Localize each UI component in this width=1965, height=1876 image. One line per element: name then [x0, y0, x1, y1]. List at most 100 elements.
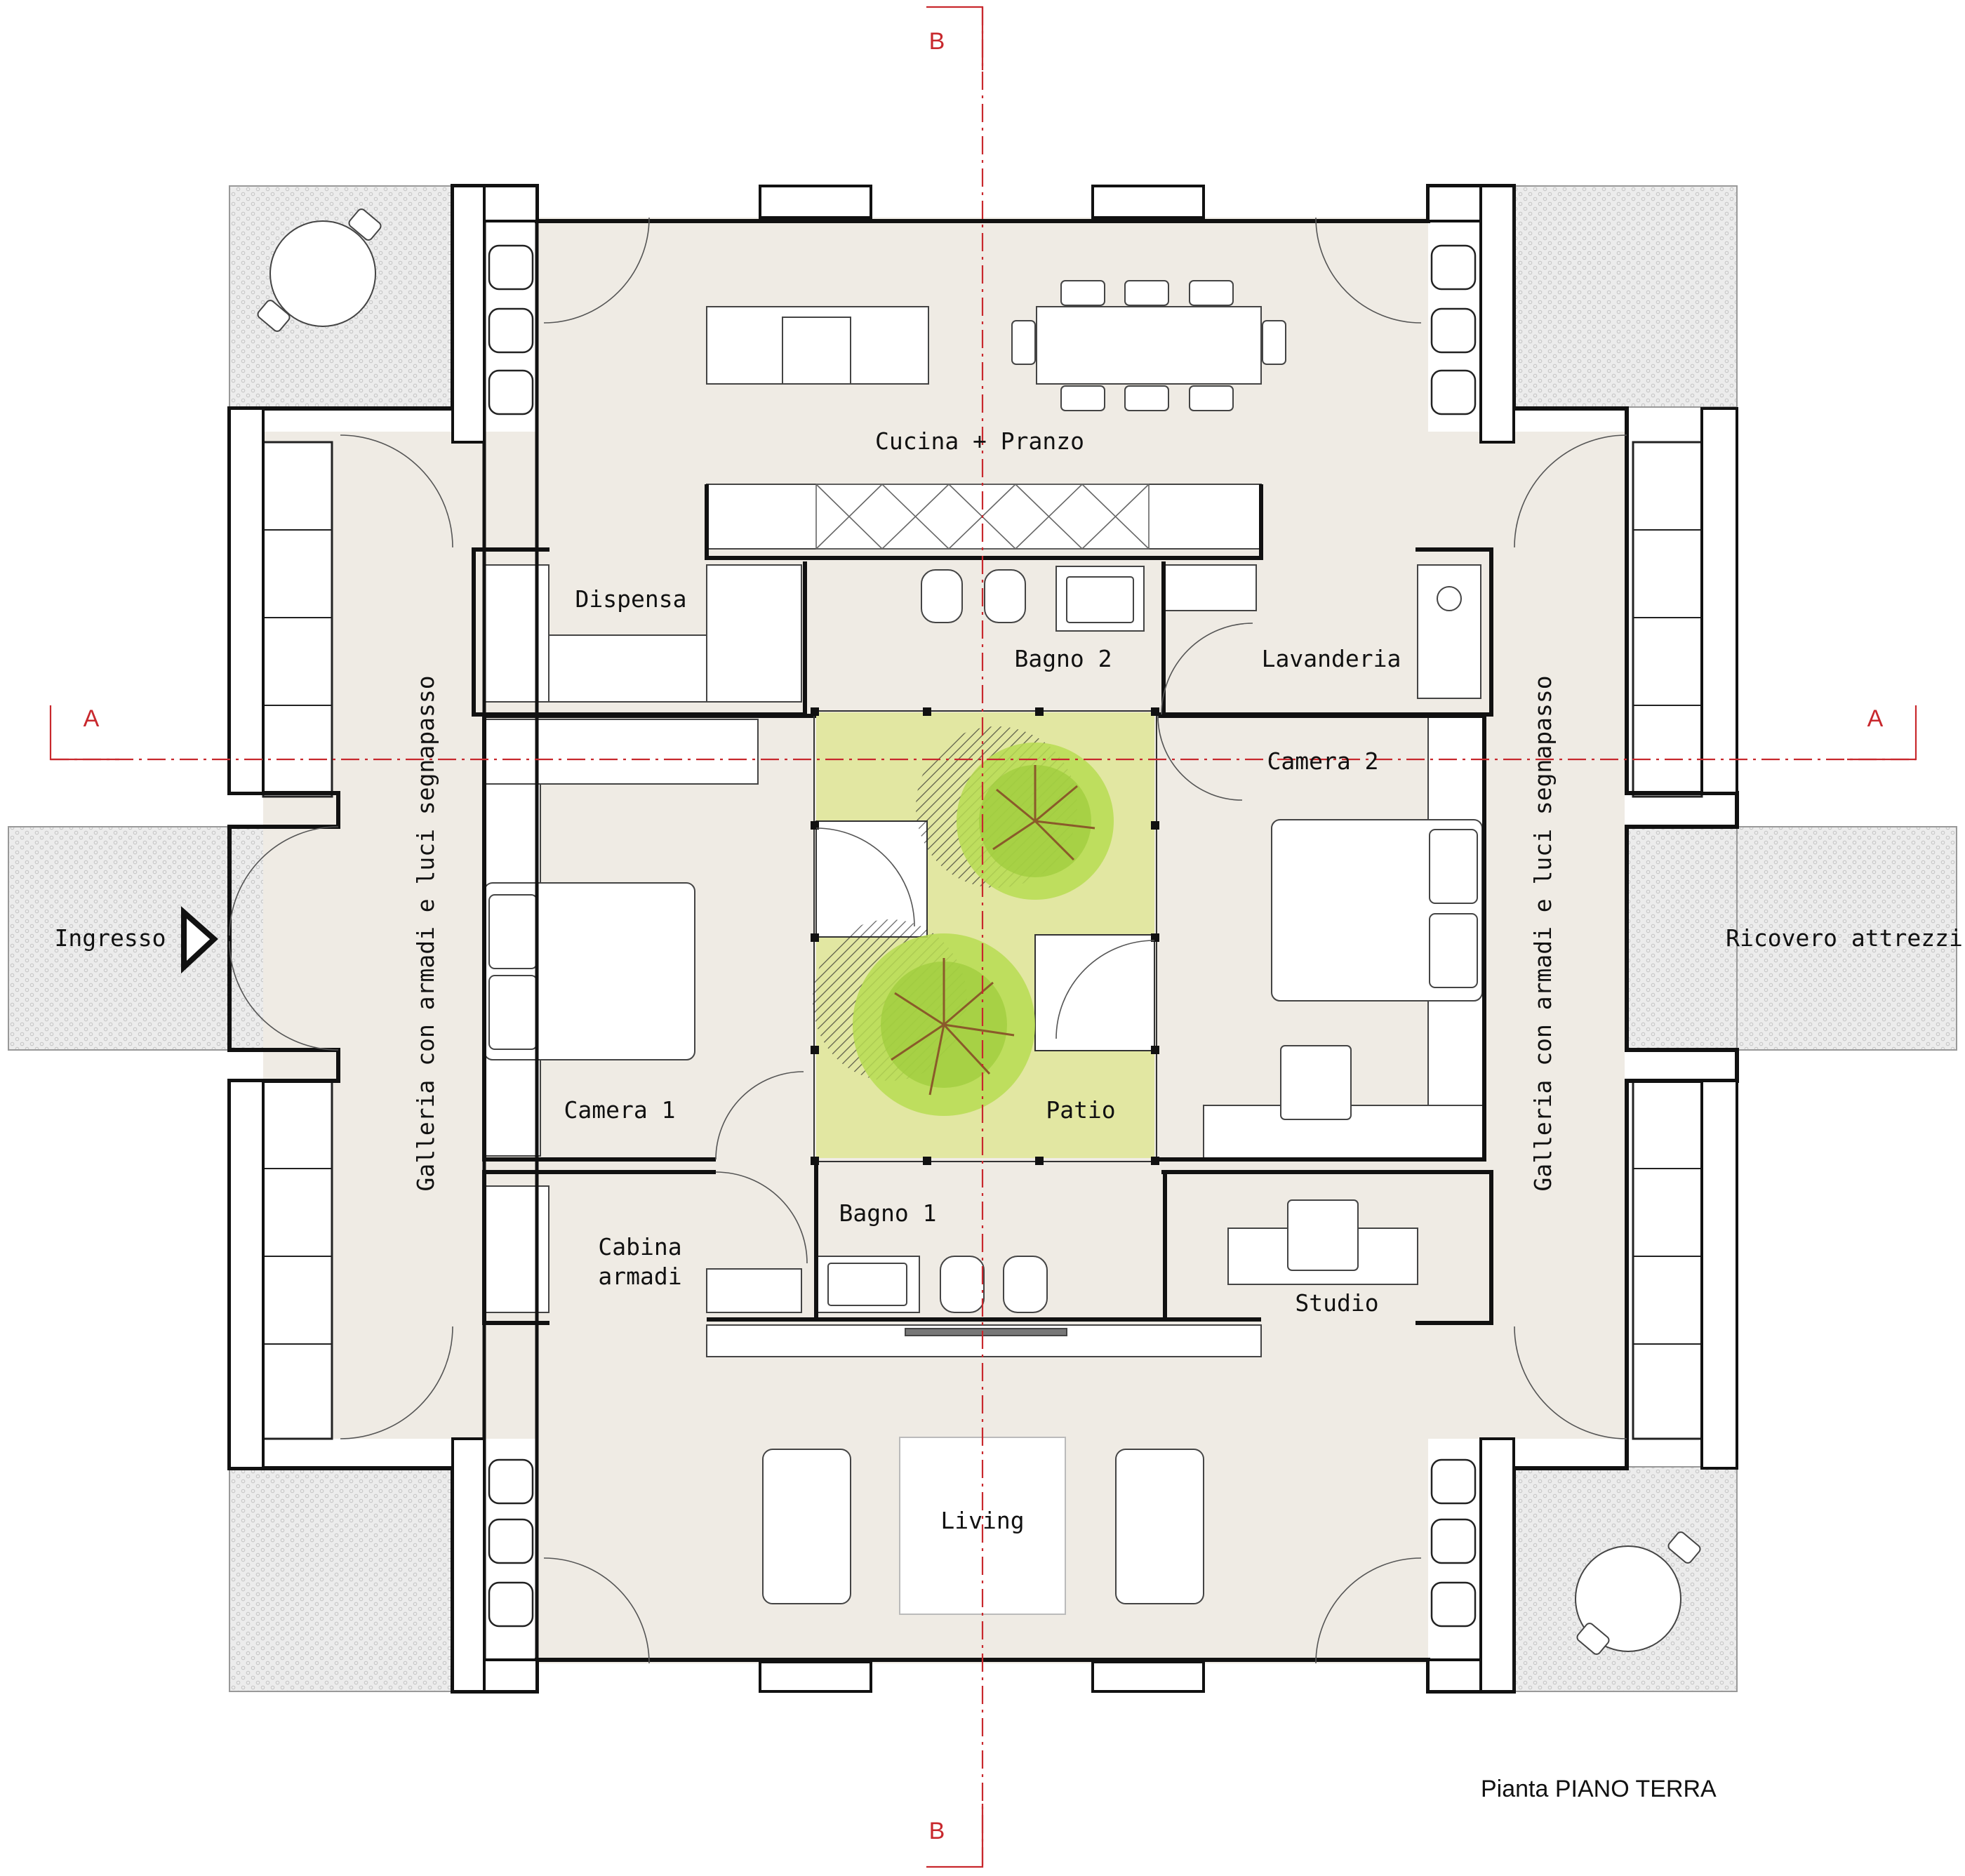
laundry-washer — [1417, 564, 1481, 699]
studio-chair — [1287, 1199, 1359, 1271]
terrace-chair-2 — [257, 300, 291, 332]
door-swing — [1315, 217, 1422, 324]
patio-glazing — [811, 707, 1159, 1165]
tool-shed-paving — [1736, 826, 1957, 1051]
label-ingresso: Ingresso — [55, 924, 166, 952]
plan-title: Pianta PIANO TERRA — [1481, 1776, 1717, 1802]
section-lines — [51, 7, 1916, 1867]
camera1-pillow-1 — [488, 894, 538, 969]
door-swing — [715, 1071, 804, 1160]
label-cabina-armadi-2: armadi — [598, 1263, 681, 1290]
door-swing — [229, 940, 339, 1051]
door-swing — [815, 827, 915, 927]
label-lavanderia: Lavanderia — [1262, 645, 1401, 672]
terrace-table-bottom-right — [1575, 1545, 1681, 1652]
bagno1-bidet — [940, 1256, 985, 1313]
camera2-chair — [1280, 1045, 1352, 1120]
wall-top-right-column — [1479, 185, 1515, 444]
kitchen-island-hob — [782, 317, 851, 385]
label-cucina-pranzo: Cucina + Pranzo — [875, 427, 1084, 455]
label-dispensa: Dispensa — [575, 585, 687, 613]
interior-walls — [472, 484, 1493, 1325]
entrance-arrow-icon — [181, 906, 218, 974]
terrace-bottom-left — [229, 1466, 459, 1692]
bagno1-wc — [1003, 1256, 1048, 1313]
galleria-left-wardrobe-bottom — [262, 1079, 333, 1440]
wall-bottom-right-column — [1479, 1437, 1515, 1693]
cabina-wardrobe — [484, 1185, 549, 1313]
terrace-chair-1 — [348, 208, 382, 241]
pantry-shelf-bottom — [548, 634, 707, 703]
galleria-wardrobe-dividers — [263, 529, 1702, 1345]
section-mark-a-right: A — [1867, 705, 1884, 732]
patio-glass-room-2 — [1034, 934, 1155, 1051]
wall-camera1 — [482, 716, 716, 1162]
living-sofa-left — [762, 1449, 851, 1604]
section-mark-b-bottom: B — [929, 1818, 945, 1844]
room-labels: Cucina + Pranzo Dispensa Bagno 2 Lavande… — [55, 427, 1963, 1534]
wall-top-left-column — [451, 185, 486, 444]
pantry-shelf-right — [706, 564, 802, 703]
living-tv — [905, 1328, 1067, 1336]
door-swing — [1514, 434, 1627, 548]
camera1-pillow-2 — [488, 975, 538, 1050]
wall-left-pier-top — [228, 407, 265, 794]
tall-cabinets — [815, 484, 1150, 550]
door-swing — [229, 826, 339, 936]
galleria-right-wardrobe-bottom — [1632, 1079, 1703, 1440]
galleria-left-wardrobe-top — [262, 441, 333, 798]
door-swing — [543, 1557, 650, 1664]
patio-posts — [811, 707, 1159, 1165]
wall-dispensa — [472, 547, 807, 717]
terrace-chair-3 — [1667, 1531, 1701, 1564]
door-swing — [340, 434, 453, 548]
label-camera-1: Camera 1 — [564, 1096, 676, 1124]
section-mark-b-top: B — [929, 28, 945, 55]
kitchen-counter — [706, 484, 1262, 550]
tree-icon — [916, 726, 1114, 900]
tree-icon — [813, 919, 1035, 1116]
door-swing — [1055, 940, 1155, 1039]
wall-bottom-left-column — [451, 1437, 486, 1693]
pantry-shelf-left — [484, 564, 549, 703]
outdoor-paving — [8, 185, 1957, 1692]
wall-right-pier-top — [1700, 407, 1738, 794]
label-cabina-armadi-1: Cabina — [598, 1233, 681, 1260]
window-bottom-2 — [1091, 1661, 1205, 1693]
bagno1-shower-inner — [827, 1263, 907, 1306]
terrace-top-right — [1513, 185, 1738, 408]
label-galleria-right: Galleria con armadi e luci segnapasso — [1529, 675, 1557, 1191]
dining-table — [1036, 306, 1262, 385]
window-top-2 — [1091, 185, 1205, 219]
wall-bands — [228, 185, 1738, 1693]
patio-trees — [813, 726, 1114, 1116]
label-living: Living — [940, 1507, 1024, 1534]
section-brackets — [49, 6, 1917, 1868]
label-bagno-1: Bagno 1 — [839, 1199, 936, 1227]
section-markers: A A B B — [84, 28, 1884, 1844]
label-bagno-2: Bagno 2 — [1014, 645, 1112, 672]
camera1-wardrobe — [484, 719, 759, 785]
door-swing — [543, 217, 650, 324]
door-swing — [340, 1326, 453, 1439]
wall-left-pier-bottom — [228, 1079, 265, 1470]
laundry-drain — [1437, 586, 1462, 611]
wall-right-pier-bottom — [1700, 1079, 1738, 1470]
patio-glass-room-1 — [815, 820, 928, 938]
dining-chairs — [1011, 280, 1286, 411]
camera2-pillow-1 — [1429, 829, 1478, 904]
door-swing — [1315, 1557, 1422, 1664]
window-bottom-1 — [759, 1661, 872, 1693]
shed-interior — [1626, 826, 1738, 1051]
door-swings — [229, 217, 1627, 1664]
door-swing — [1157, 715, 1243, 801]
bagno2-wc — [984, 569, 1026, 623]
door-swing — [715, 1171, 808, 1264]
terrace-table-top-left — [269, 220, 376, 327]
window-top-1 — [759, 185, 872, 219]
label-studio: Studio — [1295, 1289, 1378, 1317]
terrace-chair-4 — [1576, 1623, 1610, 1655]
section-mark-a-left: A — [84, 705, 100, 732]
label-ricovero-attrezzi: Ricovero attrezzi — [1726, 924, 1963, 952]
living-sofa-right — [1115, 1449, 1204, 1604]
